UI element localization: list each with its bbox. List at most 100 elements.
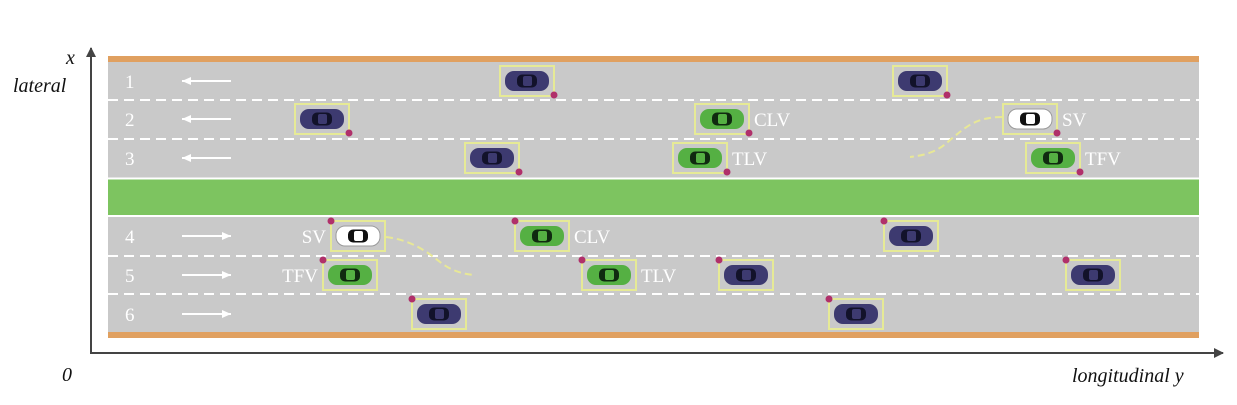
lane-number-2: 2 <box>125 110 135 131</box>
position-marker-icon <box>745 129 753 137</box>
vehicle-target: TLV <box>672 142 767 176</box>
lane-change-trajectory-upper <box>909 116 1003 158</box>
car-roof <box>488 153 497 163</box>
position-marker-icon <box>319 256 327 264</box>
vehicle-bounding-box <box>1025 142 1081 174</box>
vehicle-target: TFV <box>282 256 378 291</box>
axes: x lateral 0 longitudinal y <box>13 47 1224 387</box>
position-marker-icon <box>723 168 731 176</box>
car-roof <box>538 231 547 241</box>
position-marker-icon <box>327 217 335 225</box>
vehicle-label: CLV <box>754 110 791 131</box>
position-marker-icon <box>1076 168 1084 176</box>
car-roof <box>1089 270 1098 280</box>
vehicle-bounding-box <box>1002 103 1058 135</box>
lane-direction-arrow-icon <box>182 271 231 279</box>
vehicle-target: CLV <box>694 103 791 137</box>
position-marker-icon <box>408 295 416 303</box>
vehicle-target: TFV <box>1025 142 1121 176</box>
vehicle-bounding-box <box>828 298 884 330</box>
lane-number-3: 3 <box>125 149 135 170</box>
vehicle-other <box>499 65 558 99</box>
car-roof <box>318 114 327 124</box>
vehicle-other <box>880 217 939 252</box>
vehicle-label: TFV <box>282 266 318 287</box>
car-roof <box>435 309 444 319</box>
position-marker-icon <box>345 129 353 137</box>
road-lower-carriageway <box>108 216 1199 332</box>
position-marker-icon <box>550 91 558 99</box>
lane-direction-arrow-icon <box>182 232 231 240</box>
position-marker-icon <box>825 295 833 303</box>
vehicle-bounding-box <box>464 142 520 174</box>
vehicle-other <box>892 65 951 99</box>
vehicle-bounding-box <box>1065 259 1121 291</box>
vehicle-bounding-box <box>672 142 728 174</box>
lane-labels: 1 2 3 4 5 6 <box>125 72 231 326</box>
vehicle-label: CLV <box>574 227 611 248</box>
lane-direction-arrow-icon <box>182 115 231 123</box>
car-roof <box>852 309 861 319</box>
road-bottom-edge <box>108 332 1199 338</box>
car-roof <box>1026 114 1035 124</box>
position-marker-icon <box>515 168 523 176</box>
position-marker-icon <box>1062 256 1070 264</box>
vehicle-other <box>825 295 884 330</box>
lane-direction-arrow-icon <box>182 77 231 85</box>
vehicle-label: SV <box>302 227 327 248</box>
vehicle-bounding-box <box>294 103 350 135</box>
vehicle-label: TFV <box>1085 149 1121 170</box>
lane-number-5: 5 <box>125 266 135 287</box>
car-roof <box>718 114 727 124</box>
car-roof <box>1049 153 1058 163</box>
vehicle-subject: SV <box>1002 103 1087 137</box>
vehicle-label: TLV <box>641 266 676 287</box>
vehicle-bounding-box <box>883 220 939 252</box>
vehicle-bounding-box <box>892 65 948 97</box>
car-roof <box>523 76 532 86</box>
vehicle-subject: SV <box>302 217 386 252</box>
lane-change-trajectory-lower <box>385 236 475 276</box>
vehicle-other <box>715 256 774 291</box>
vehicle-bounding-box <box>322 259 378 291</box>
vehicle-other <box>408 295 467 330</box>
vehicle-other <box>1062 256 1121 291</box>
lane-direction-arrow-icon <box>182 310 231 318</box>
position-marker-icon <box>1053 129 1061 137</box>
car-roof <box>916 76 925 86</box>
vehicle-bounding-box <box>514 220 570 252</box>
car-roof <box>346 270 355 280</box>
lane-direction-arrow-icon <box>182 154 231 162</box>
car-roof <box>605 270 614 280</box>
vehicle-label: TLV <box>732 149 767 170</box>
car-roof <box>354 231 363 241</box>
vehicle-target: TLV <box>578 256 676 291</box>
axis-x-label: x <box>65 47 75 69</box>
position-marker-icon <box>578 256 586 264</box>
origin-label: 0 <box>62 364 72 386</box>
axis-lateral-label: lateral <box>13 75 67 97</box>
median-strip <box>108 178 1199 216</box>
vehicle-bounding-box <box>718 259 774 291</box>
vehicle-bounding-box <box>694 103 750 135</box>
lane-number-6: 6 <box>125 305 135 326</box>
vehicle-bounding-box <box>330 220 386 252</box>
vehicle-bounding-box <box>411 298 467 330</box>
road-top-edge <box>108 56 1199 62</box>
car-roof <box>907 231 916 241</box>
road <box>108 56 1199 338</box>
car-roof <box>696 153 705 163</box>
vehicle-other <box>464 142 523 176</box>
vehicles: CLV SV TLV TFV SV CLV TFV TLV <box>282 65 1121 330</box>
vehicle-bounding-box <box>499 65 555 97</box>
position-marker-icon <box>715 256 723 264</box>
lane-number-4: 4 <box>125 227 135 248</box>
vehicle-bounding-box <box>581 259 637 291</box>
position-marker-icon <box>880 217 888 225</box>
position-marker-icon <box>943 91 951 99</box>
lane-number-1: 1 <box>125 72 135 93</box>
car-roof <box>742 270 751 280</box>
vehicle-other <box>294 103 353 137</box>
axis-y-label: longitudinal y <box>1072 365 1184 387</box>
